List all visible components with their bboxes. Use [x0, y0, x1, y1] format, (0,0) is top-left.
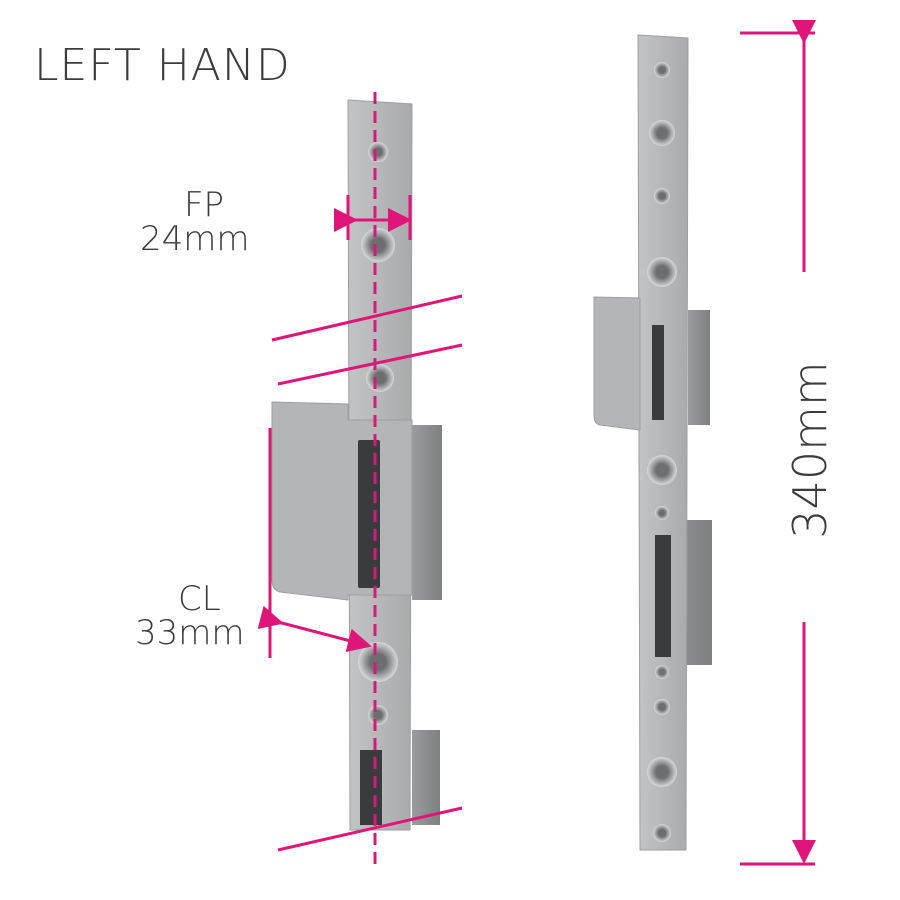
slot [358, 440, 380, 588]
fp-value: 24mm [140, 219, 250, 259]
dimension-lines [257, 20, 816, 870]
faceplate [637, 34, 689, 851]
length-value: 340mm [783, 361, 837, 539]
cl-dimension [257, 605, 372, 653]
cl-value: 33mm [135, 613, 245, 653]
fp-label: FP [184, 185, 225, 225]
hook-plate [271, 401, 413, 601]
page-title: LEFT HAND [34, 40, 291, 91]
cl-label: CL [178, 579, 221, 619]
keep-box-lower [412, 730, 440, 825]
slot-lower [360, 750, 382, 825]
left-hand-keep [271, 99, 442, 831]
right-keep [593, 34, 712, 851]
keep-box [412, 425, 442, 600]
